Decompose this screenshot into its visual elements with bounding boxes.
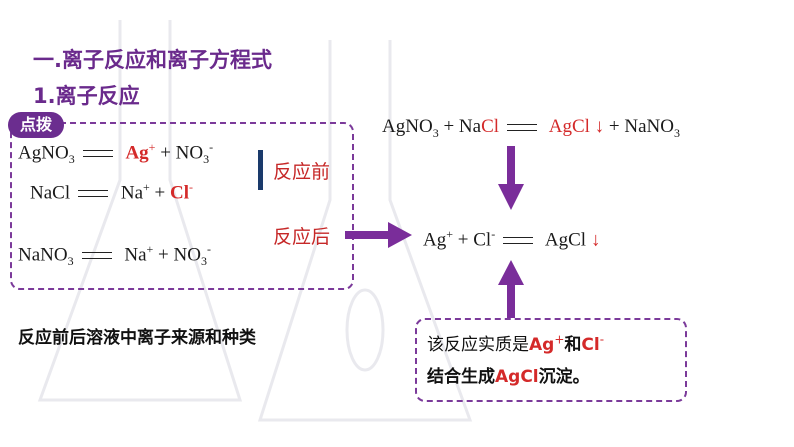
note-line-2: 结合生成AgCl沉淀。 <box>427 367 590 387</box>
nacl-dissociation: NaCl Na+ + Cl- <box>30 180 194 204</box>
note-line-1: 该反应实质是Ag+和Cl- <box>427 332 605 355</box>
down-arrow-head <box>498 184 524 210</box>
full-equation: AgNO3 + NaCl AgCl ↓ + NaNO3 <box>382 116 680 140</box>
footnote-text: 反应前后溶液中离子来源和种类 <box>18 328 256 348</box>
right-arrow-shaft <box>345 231 390 239</box>
up-arrow-shaft <box>507 283 515 318</box>
after-label: 反应后 <box>273 226 331 248</box>
ionic-equation: Ag+ + Cl- AgCl ↓ <box>423 227 601 251</box>
equals-sign <box>507 124 538 132</box>
ion-source-box <box>10 122 354 290</box>
subsection-heading: 1.离子反应 <box>33 84 140 108</box>
equals-sign <box>81 252 112 260</box>
down-arrow-shaft <box>507 146 515 186</box>
equals-sign <box>82 150 113 158</box>
essence-note-box <box>415 318 687 402</box>
hint-badge: 点拨 <box>8 112 64 138</box>
section-heading: 一.离子反应和离子方程式 <box>33 48 272 72</box>
before-label: 反应前 <box>273 161 331 183</box>
right-arrow-head <box>388 222 412 248</box>
equals-sign <box>78 190 109 198</box>
nano3-dissociation: NaNO3 Na+ + NO3- <box>18 242 211 269</box>
up-arrow-head <box>498 260 524 285</box>
agno3-dissociation: AgNO3 Ag+ + NO3- <box>18 140 214 167</box>
equals-sign <box>503 237 534 245</box>
bracket-line <box>258 150 263 190</box>
